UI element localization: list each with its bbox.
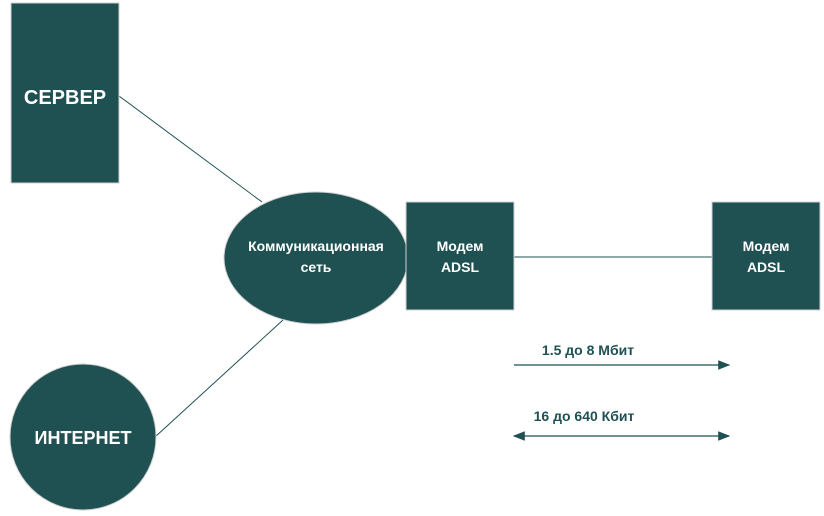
modem-right-node: Модем ADSL	[711, 201, 821, 311]
modem-left-label-line1: Модем	[437, 238, 484, 254]
modem-right-label-line2: ADSL	[747, 259, 786, 275]
network-node: Коммуникационная сеть	[223, 191, 409, 325]
internet-label: ИНТЕРНЕТ	[35, 428, 132, 448]
network-label-line1: Коммуникационная	[248, 238, 384, 254]
server-node: СЕРВЕР	[10, 2, 120, 184]
downstream-speed-label: 1.5 до 8 Мбит	[542, 342, 634, 358]
link-server-network	[118, 95, 263, 203]
modem-right-label-line1: Модем	[743, 238, 790, 254]
modem-left-node: Модем ADSL	[405, 201, 515, 311]
upstream-speed-label: 16 до 640 Кбит	[534, 408, 635, 424]
link-internet-network	[154, 319, 284, 438]
modem-left-label-line2: ADSL	[441, 259, 480, 275]
server-label: СЕРВЕР	[24, 87, 106, 109]
network-label-line2: сеть	[301, 259, 332, 275]
internet-node: ИНТЕРНЕТ	[9, 363, 157, 511]
